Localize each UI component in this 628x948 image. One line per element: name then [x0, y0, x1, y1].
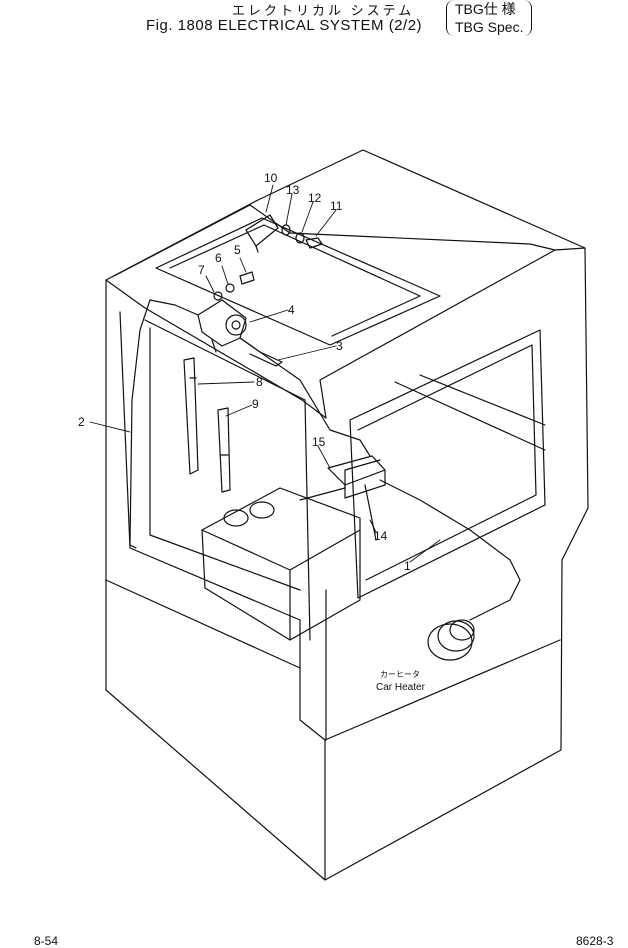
callout-11: 11	[330, 199, 343, 213]
wiper-arm	[183, 357, 199, 475]
callout-12: 12	[308, 191, 322, 205]
page-title: Fig. 1808 ELECTRICAL SYSTEM (2/2)	[146, 17, 423, 34]
spec-japanese: TBG仕 様	[455, 1, 516, 17]
harness-1	[379, 479, 521, 621]
callout-4: 4	[288, 303, 295, 317]
page-number: 8-54	[34, 934, 59, 948]
callout-2: 2	[78, 415, 85, 429]
room-lamp	[245, 214, 279, 253]
title-japanese: エレクトリカル システム	[232, 3, 415, 18]
harness-14	[364, 484, 377, 541]
spec-box: TBG仕 様 TBG Spec.	[446, 0, 533, 36]
battery	[201, 459, 381, 641]
harness-3	[239, 337, 371, 457]
callout-5: 5	[234, 243, 241, 257]
leader-lines	[89, 184, 441, 563]
callout-7: 7	[198, 263, 205, 277]
harness-2	[129, 299, 199, 549]
car-heater	[427, 619, 475, 661]
callout-9: 9	[252, 397, 259, 411]
relay-box	[327, 455, 386, 499]
callout-13: 13	[286, 183, 300, 197]
callout-3: 3	[336, 339, 343, 353]
callout-10: 10	[264, 171, 278, 185]
heater-label-jp: カーヒータ	[380, 670, 420, 679]
callout-6: 6	[215, 251, 222, 265]
spec-english: TBG Spec.	[455, 19, 524, 35]
wiper-blade	[217, 407, 231, 493]
heater-label-en: Car Heater	[376, 682, 426, 693]
cab-body	[105, 149, 589, 881]
callout-15: 15	[312, 435, 326, 449]
model-code: 8628-3	[576, 934, 614, 948]
callout-8: 8	[256, 375, 263, 389]
callout-14: 14	[374, 529, 388, 543]
callout-1: 1	[404, 559, 411, 573]
